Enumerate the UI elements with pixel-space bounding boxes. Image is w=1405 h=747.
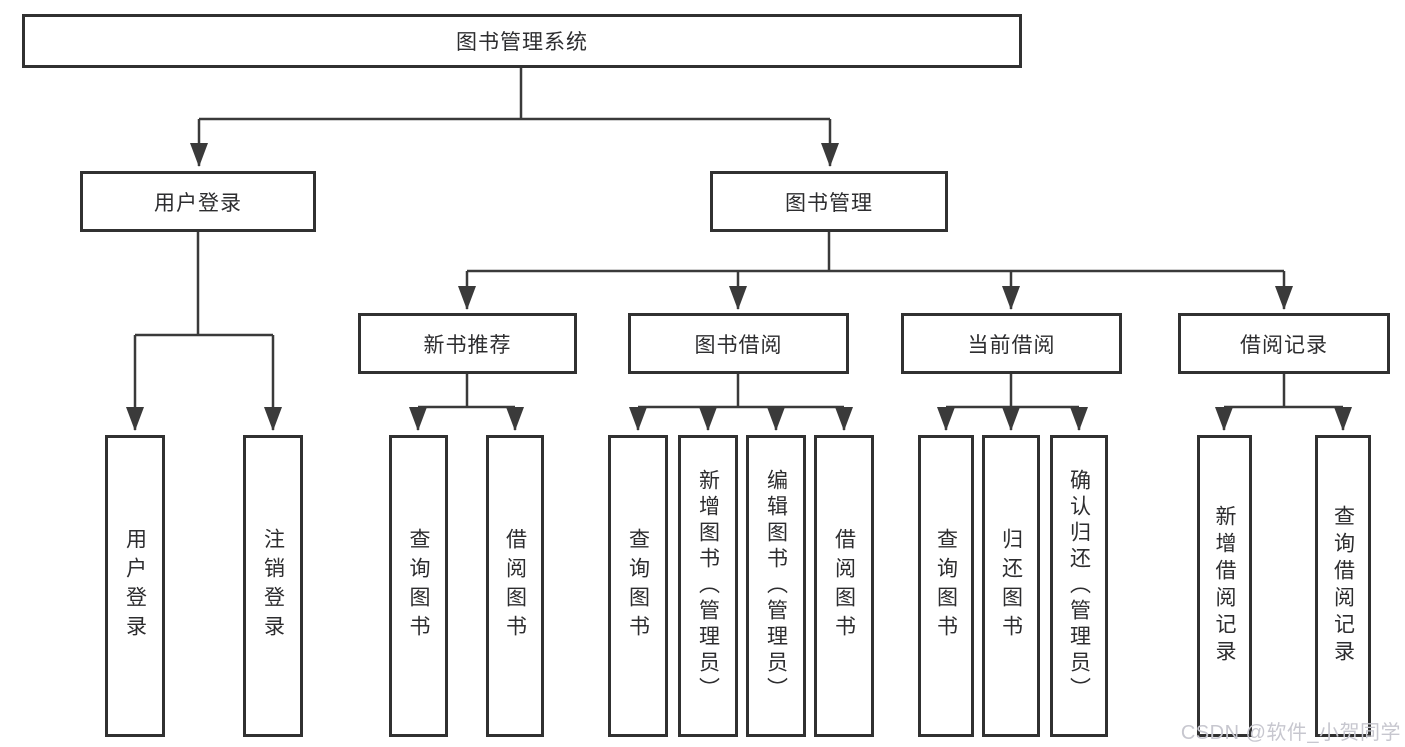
leaf-add-borrow-record: 新增借阅记录 bbox=[1197, 435, 1252, 737]
leaf-user-login: 用户登录 bbox=[105, 435, 165, 737]
leaf-query-book-recommend: 查询图书 bbox=[389, 435, 448, 737]
node-book-borrowing: 图书借阅 bbox=[628, 313, 849, 374]
leaf-confirm-return-admin: 确认归还（管理员） bbox=[1050, 435, 1108, 737]
node-book-management: 图书管理 bbox=[710, 171, 948, 232]
leaf-return-book: 归还图书 bbox=[982, 435, 1040, 737]
leaf-edit-book-admin: 编辑图书（管理员） bbox=[746, 435, 806, 737]
leaf-add-book-admin: 新增图书（管理员） bbox=[678, 435, 738, 737]
leaf-borrow-book-recommend: 借阅图书 bbox=[486, 435, 544, 737]
node-user-login: 用户登录 bbox=[80, 171, 316, 232]
csdn-watermark: CSDN @软件_小贺同学 bbox=[1180, 722, 1401, 744]
leaf-query-book-current: 查询图书 bbox=[918, 435, 974, 737]
node-borrowing-records: 借阅记录 bbox=[1178, 313, 1390, 374]
leaf-borrow-book-borrowing: 借阅图书 bbox=[814, 435, 874, 737]
leaf-logout: 注销登录 bbox=[243, 435, 303, 737]
node-root-system: 图书管理系统 bbox=[22, 14, 1022, 68]
leaf-query-book-borrowing: 查询图书 bbox=[608, 435, 668, 737]
leaf-query-borrow-record: 查询借阅记录 bbox=[1315, 435, 1371, 737]
node-new-book-recommend: 新书推荐 bbox=[358, 313, 577, 374]
node-current-borrowing: 当前借阅 bbox=[901, 313, 1122, 374]
